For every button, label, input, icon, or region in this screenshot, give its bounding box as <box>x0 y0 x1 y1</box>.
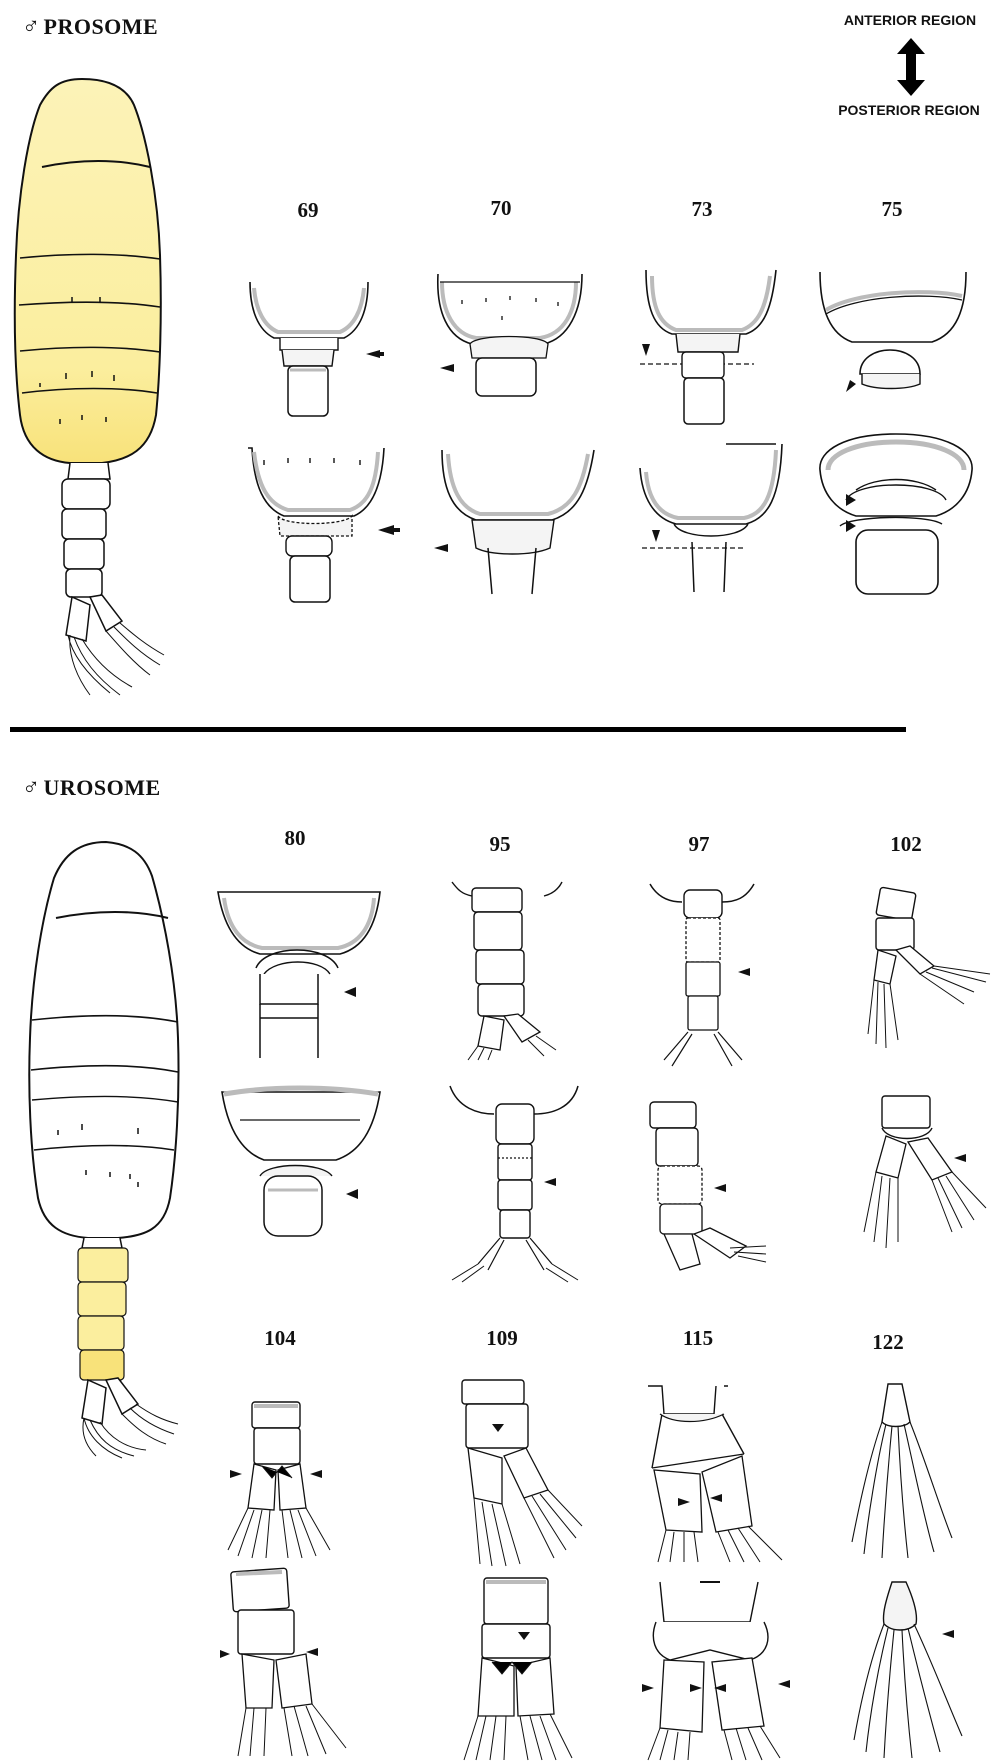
detail-109-a <box>458 1378 588 1568</box>
figure-number-102: 102 <box>866 832 946 857</box>
urosome-heading: ♂UROSOME <box>22 775 161 802</box>
figure-number-104: 104 <box>240 1326 320 1351</box>
figure-number-73: 73 <box>662 197 742 222</box>
detail-102-b <box>862 1092 996 1282</box>
detail-109-b <box>458 1576 588 1762</box>
detail-80-b <box>220 1090 390 1250</box>
detail-69-dorsal <box>244 280 394 420</box>
double-arrow-icon <box>895 38 927 96</box>
detail-97-a <box>646 876 766 1076</box>
detail-73-ventral <box>636 438 796 598</box>
detail-104-b <box>222 1568 372 1758</box>
detail-122-b <box>852 1580 982 1762</box>
detail-75-dorsal <box>816 270 976 400</box>
figure-number-75: 75 <box>852 197 932 222</box>
detail-75-ventral <box>816 430 976 600</box>
figure-number-95: 95 <box>460 832 540 857</box>
detail-104-a <box>222 1400 342 1560</box>
figure-number-69: 69 <box>268 198 348 223</box>
detail-102-a <box>864 884 994 1064</box>
urosome-title: UROSOME <box>44 775 161 800</box>
detail-95-a <box>448 880 568 1060</box>
detail-115-a <box>644 1384 804 1564</box>
detail-95-b <box>448 1084 588 1284</box>
prosome-heading: ♂PROSOME <box>22 14 158 41</box>
copepod-prosome-highlighted <box>10 75 175 695</box>
detail-97-b <box>620 1098 770 1288</box>
detail-122-a <box>848 1382 958 1562</box>
posterior-region-label: POSTERIOR REGION <box>822 102 996 118</box>
detail-69-ventral <box>244 446 404 606</box>
male-symbol: ♂ <box>22 14 41 40</box>
figure-number-97: 97 <box>659 832 739 857</box>
figure-number-122: 122 <box>848 1330 928 1355</box>
detail-70-dorsal <box>432 272 592 402</box>
figure-number-109: 109 <box>462 1326 542 1351</box>
copepod-urosome-highlighted <box>18 838 188 1458</box>
detail-80-a <box>216 888 386 1058</box>
detail-73-dorsal <box>636 268 786 428</box>
figure-number-70: 70 <box>461 196 541 221</box>
section-divider <box>10 727 906 732</box>
figure-number-80: 80 <box>255 826 335 851</box>
detail-70-ventral <box>432 448 602 598</box>
detail-115-b <box>640 1578 810 1762</box>
male-symbol: ♂ <box>22 775 41 801</box>
anterior-region-label: ANTERIOR REGION <box>830 12 990 28</box>
figure-number-115: 115 <box>658 1326 738 1351</box>
prosome-title: PROSOME <box>44 14 159 39</box>
